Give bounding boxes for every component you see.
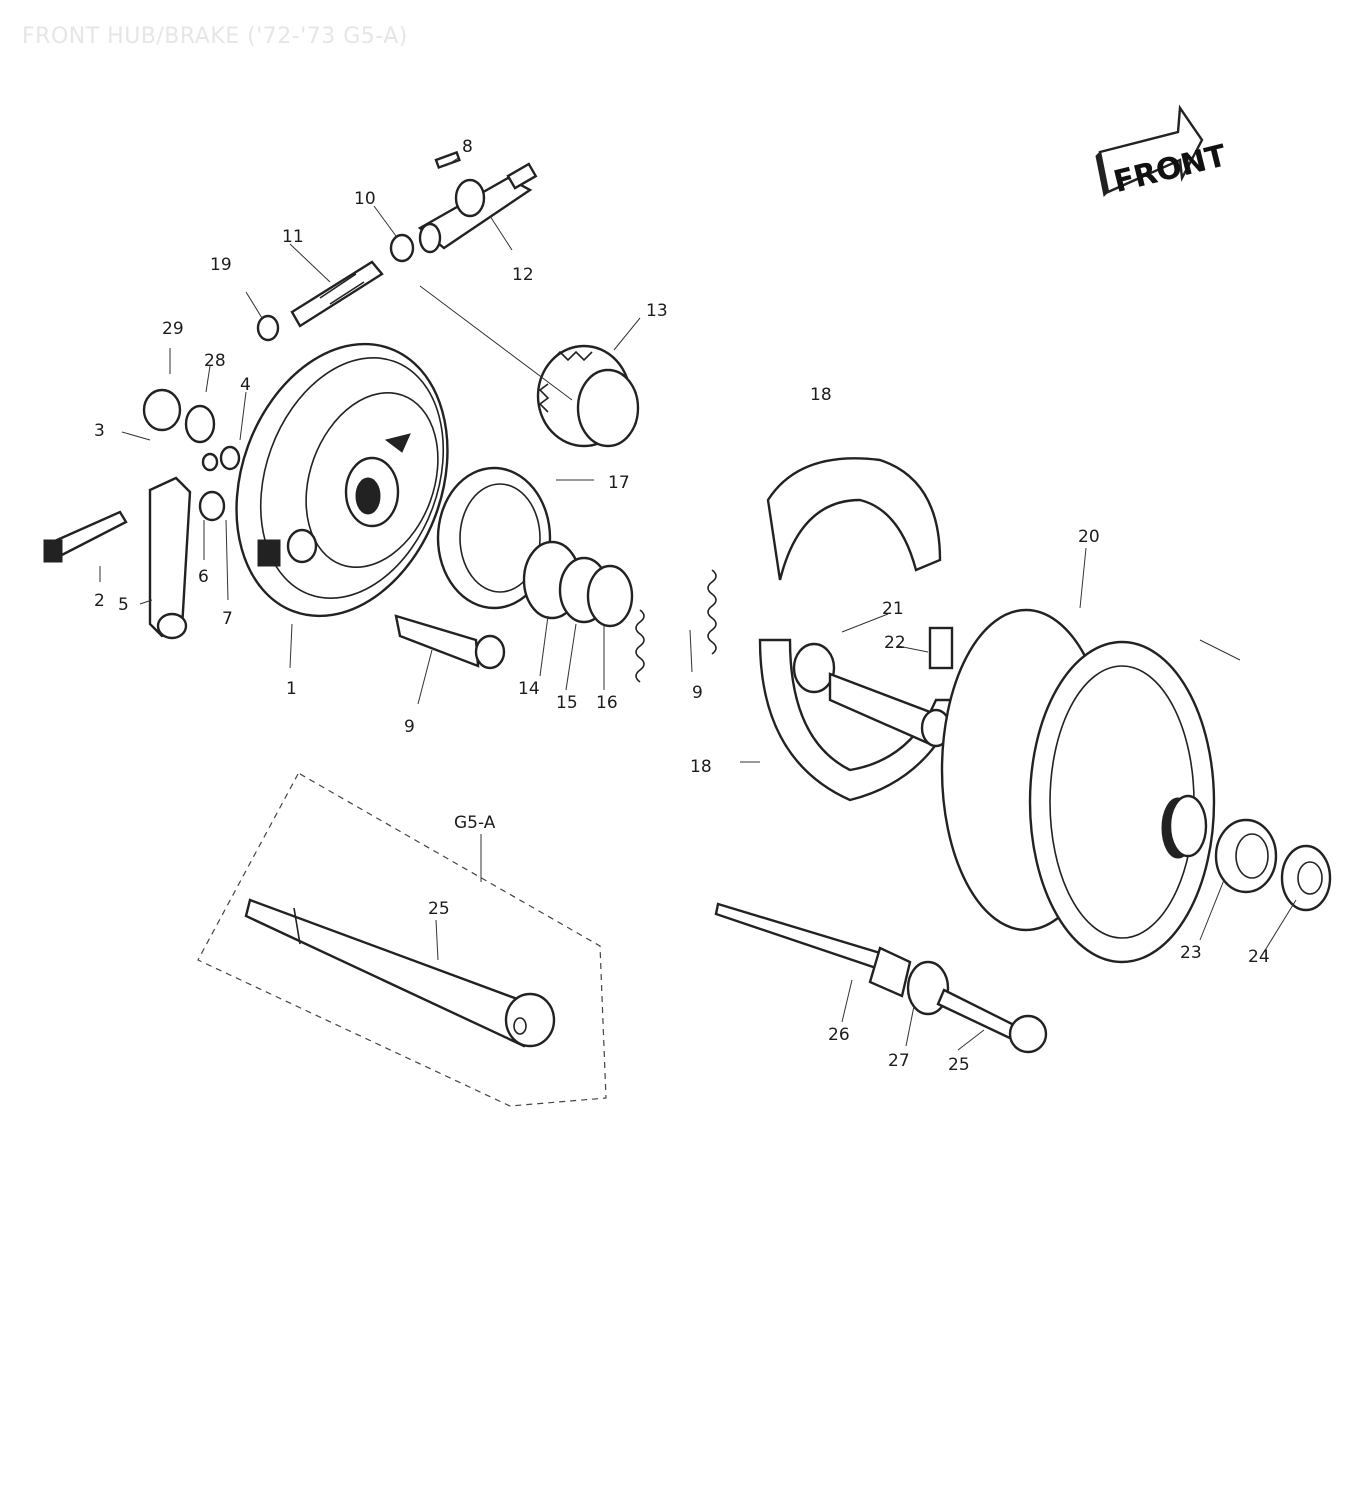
callout-9-spring: 9 xyxy=(692,683,703,703)
callout-9-pin: 9 xyxy=(404,717,415,737)
callout-19: 19 xyxy=(210,255,232,275)
g5a-group-outline xyxy=(197,773,607,1107)
adjuster-part xyxy=(256,233,415,342)
callout-3: 3 xyxy=(94,421,105,441)
callout-25: 25 xyxy=(948,1055,970,1075)
callout-15: 15 xyxy=(556,693,578,713)
callout-7: 7 xyxy=(222,609,233,629)
callout-10: 10 xyxy=(354,189,376,209)
callout-18-bottom: 18 xyxy=(690,757,712,777)
callout-23: 23 xyxy=(1180,943,1202,963)
seal-rings-part xyxy=(436,466,634,628)
brake-panel-part xyxy=(235,342,449,618)
callout-28: 28 xyxy=(204,351,226,371)
callout-labels: 1 2 3 4 5 6 7 8 9 9 10 11 12 13 14 15 16… xyxy=(94,137,1270,1075)
group-label-g5a: G5-A xyxy=(454,813,496,833)
page-title: FRONT HUB/BRAKE ('72-'73 G5-A) xyxy=(22,24,408,49)
callout-26: 26 xyxy=(828,1025,850,1045)
callout-4: 4 xyxy=(240,375,251,395)
g5a-axle-part xyxy=(244,898,556,1048)
speedometer-gear-part xyxy=(536,344,640,448)
callout-27: 27 xyxy=(888,1051,910,1071)
callout-29: 29 xyxy=(162,319,184,339)
callout-22: 22 xyxy=(884,633,906,653)
callout-11: 11 xyxy=(282,227,304,247)
brake-lever-part xyxy=(43,388,241,640)
callout-16: 16 xyxy=(596,693,618,713)
leader-lines xyxy=(99,157,1297,1051)
callout-18-top: 18 xyxy=(810,385,832,405)
callout-25-g5a: 25 xyxy=(428,899,450,919)
return-springs-part xyxy=(635,569,717,683)
callout-21: 21 xyxy=(882,599,904,619)
anchor-pin-part xyxy=(394,614,506,670)
callout-17: 17 xyxy=(608,473,630,493)
callout-24: 24 xyxy=(1248,947,1270,967)
callout-5: 5 xyxy=(118,595,129,615)
brake-shoes-part xyxy=(758,457,962,802)
hub-part xyxy=(940,608,1216,964)
front-arrow-badge: FRONT xyxy=(1095,104,1230,200)
callout-1: 1 xyxy=(286,679,297,699)
callout-13: 13 xyxy=(646,301,668,321)
cam-shaft-part xyxy=(417,150,538,254)
bearings-part xyxy=(1214,818,1332,912)
callout-20: 20 xyxy=(1078,527,1100,547)
axle-assembly-part xyxy=(714,902,1048,1054)
callout-12: 12 xyxy=(512,265,534,285)
callout-2: 2 xyxy=(94,591,105,611)
callout-8: 8 xyxy=(462,137,473,157)
callout-6: 6 xyxy=(198,567,209,587)
callout-14: 14 xyxy=(518,679,540,699)
